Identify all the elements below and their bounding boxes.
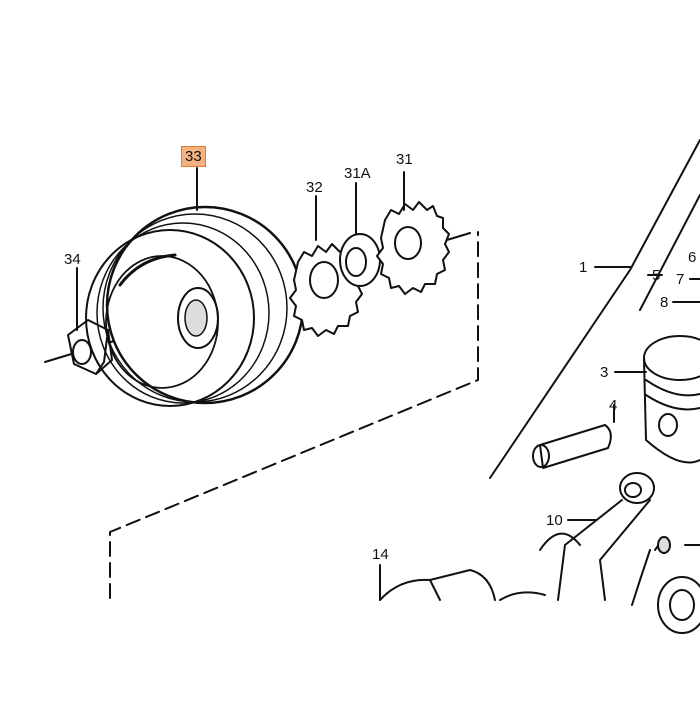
- callout-4: 4: [609, 397, 618, 414]
- callout-5: 5: [652, 267, 661, 284]
- callout-32: 32: [306, 179, 323, 196]
- callout-10: 10: [546, 512, 563, 529]
- dashed-frame: [109, 231, 479, 599]
- pulley-33: [85, 205, 305, 407]
- callout-33: 33: [181, 146, 206, 167]
- piston-pin-4: [532, 424, 612, 469]
- callout-34: 34: [64, 251, 81, 268]
- callout-1: 1: [579, 259, 588, 276]
- callout-3: 3: [600, 364, 609, 381]
- callout-31A: 31A: [344, 165, 371, 182]
- piston-3: [643, 335, 700, 464]
- callout-6: 6: [688, 249, 697, 266]
- connecting-rod-10: [539, 472, 671, 606]
- gear-31: [376, 201, 450, 295]
- callout-8: 8: [660, 294, 669, 311]
- spacer-31A: [339, 233, 381, 287]
- callout-14: 14: [372, 546, 389, 563]
- callout-31: 31: [396, 151, 413, 168]
- bearing: [657, 576, 700, 634]
- engine-frame-line: [489, 139, 700, 479]
- crankshaft-14: [379, 569, 546, 601]
- bracket-line: [639, 194, 700, 311]
- callout-7: 7: [676, 271, 685, 288]
